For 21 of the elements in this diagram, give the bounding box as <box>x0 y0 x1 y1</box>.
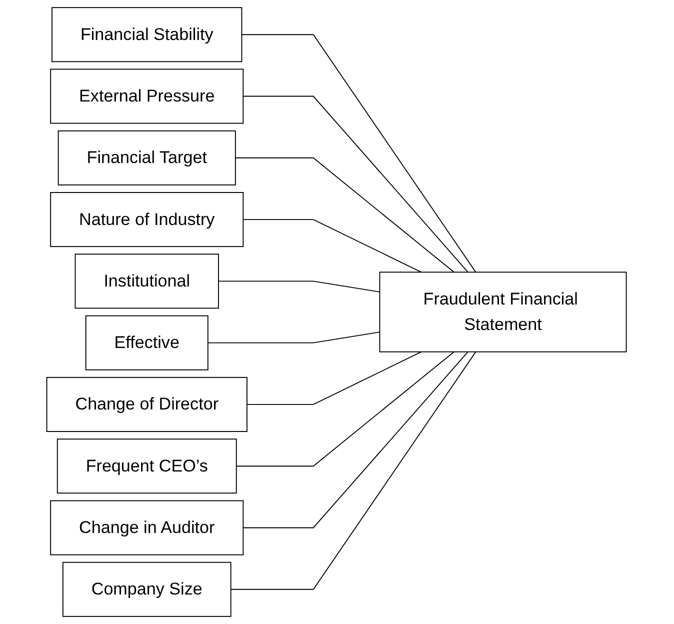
node-box: Change of Director <box>46 376 248 432</box>
connector <box>242 34 477 273</box>
connector <box>208 332 381 344</box>
connector <box>243 219 422 273</box>
connector <box>230 351 477 590</box>
connector <box>243 351 469 528</box>
node-box: External Pressure <box>50 68 244 124</box>
node-box: Change in Auditor <box>50 500 244 556</box>
connector <box>246 351 422 405</box>
connector <box>235 157 455 273</box>
connector <box>236 351 455 467</box>
node-box: Effective <box>86 315 209 370</box>
node-box: Financial Stability <box>52 7 243 62</box>
node-box: Institutional <box>75 254 220 309</box>
node-box: Financial Target <box>58 130 236 186</box>
node-box: Fraudulent Financial Statement <box>380 272 628 352</box>
node-box: Frequent CEO’s <box>57 438 238 494</box>
node-box: Company Size <box>62 562 232 617</box>
connector <box>218 280 381 292</box>
node-box: Nature of Industry <box>50 192 244 248</box>
connector <box>243 96 469 273</box>
